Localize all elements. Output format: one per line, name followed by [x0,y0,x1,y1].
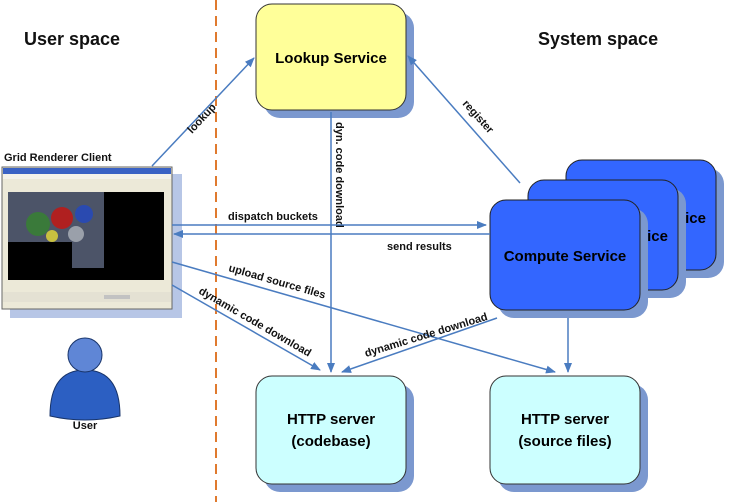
edge-register [407,55,521,184]
client-label: Grid Renderer Client [4,152,112,164]
edge-register-label: register [460,98,496,137]
grid-renderer-client-window [1,166,182,318]
edge-dynamic-code-download-right [341,317,498,373]
edge-dynamic-code-download-left [171,284,321,371]
compute-service-node: vice ice Compute Service [489,159,724,318]
user-icon [49,337,121,421]
system-space-title: System space [538,29,658,49]
edge-lookup-label: lookup [185,101,219,136]
edge-dynamic-code-download-right-label: dynamic code download [363,311,489,360]
edge-dynamic-code-download-left-label: dynamic code download [197,285,314,359]
lookup-service-label: Lookup Service [275,50,387,67]
edge-dispatch-buckets-label: dispatch buckets [228,211,318,223]
edge-upload-source-files [171,261,556,374]
compute-service-back-label-2: ice [647,228,668,245]
edge-dyn-code-download-label: dyn. code download [333,122,345,228]
compute-service-label: Compute Service [504,248,627,265]
http-codebase-line1: HTTP server [287,411,375,428]
user-space-title: User space [24,29,120,49]
http-source-line1: HTTP server [521,411,609,428]
http-server-source-node: HTTP server (source files) [489,375,648,492]
http-server-codebase-node: HTTP server (codebase) [255,375,414,492]
http-codebase-line2: (codebase) [291,433,370,450]
http-source-line2: (source files) [518,433,611,450]
edge-send-results-label: send results [387,241,452,253]
user-label: User [73,420,98,432]
lookup-service-node: Lookup Service [255,3,414,118]
edge-lookup [151,57,255,167]
